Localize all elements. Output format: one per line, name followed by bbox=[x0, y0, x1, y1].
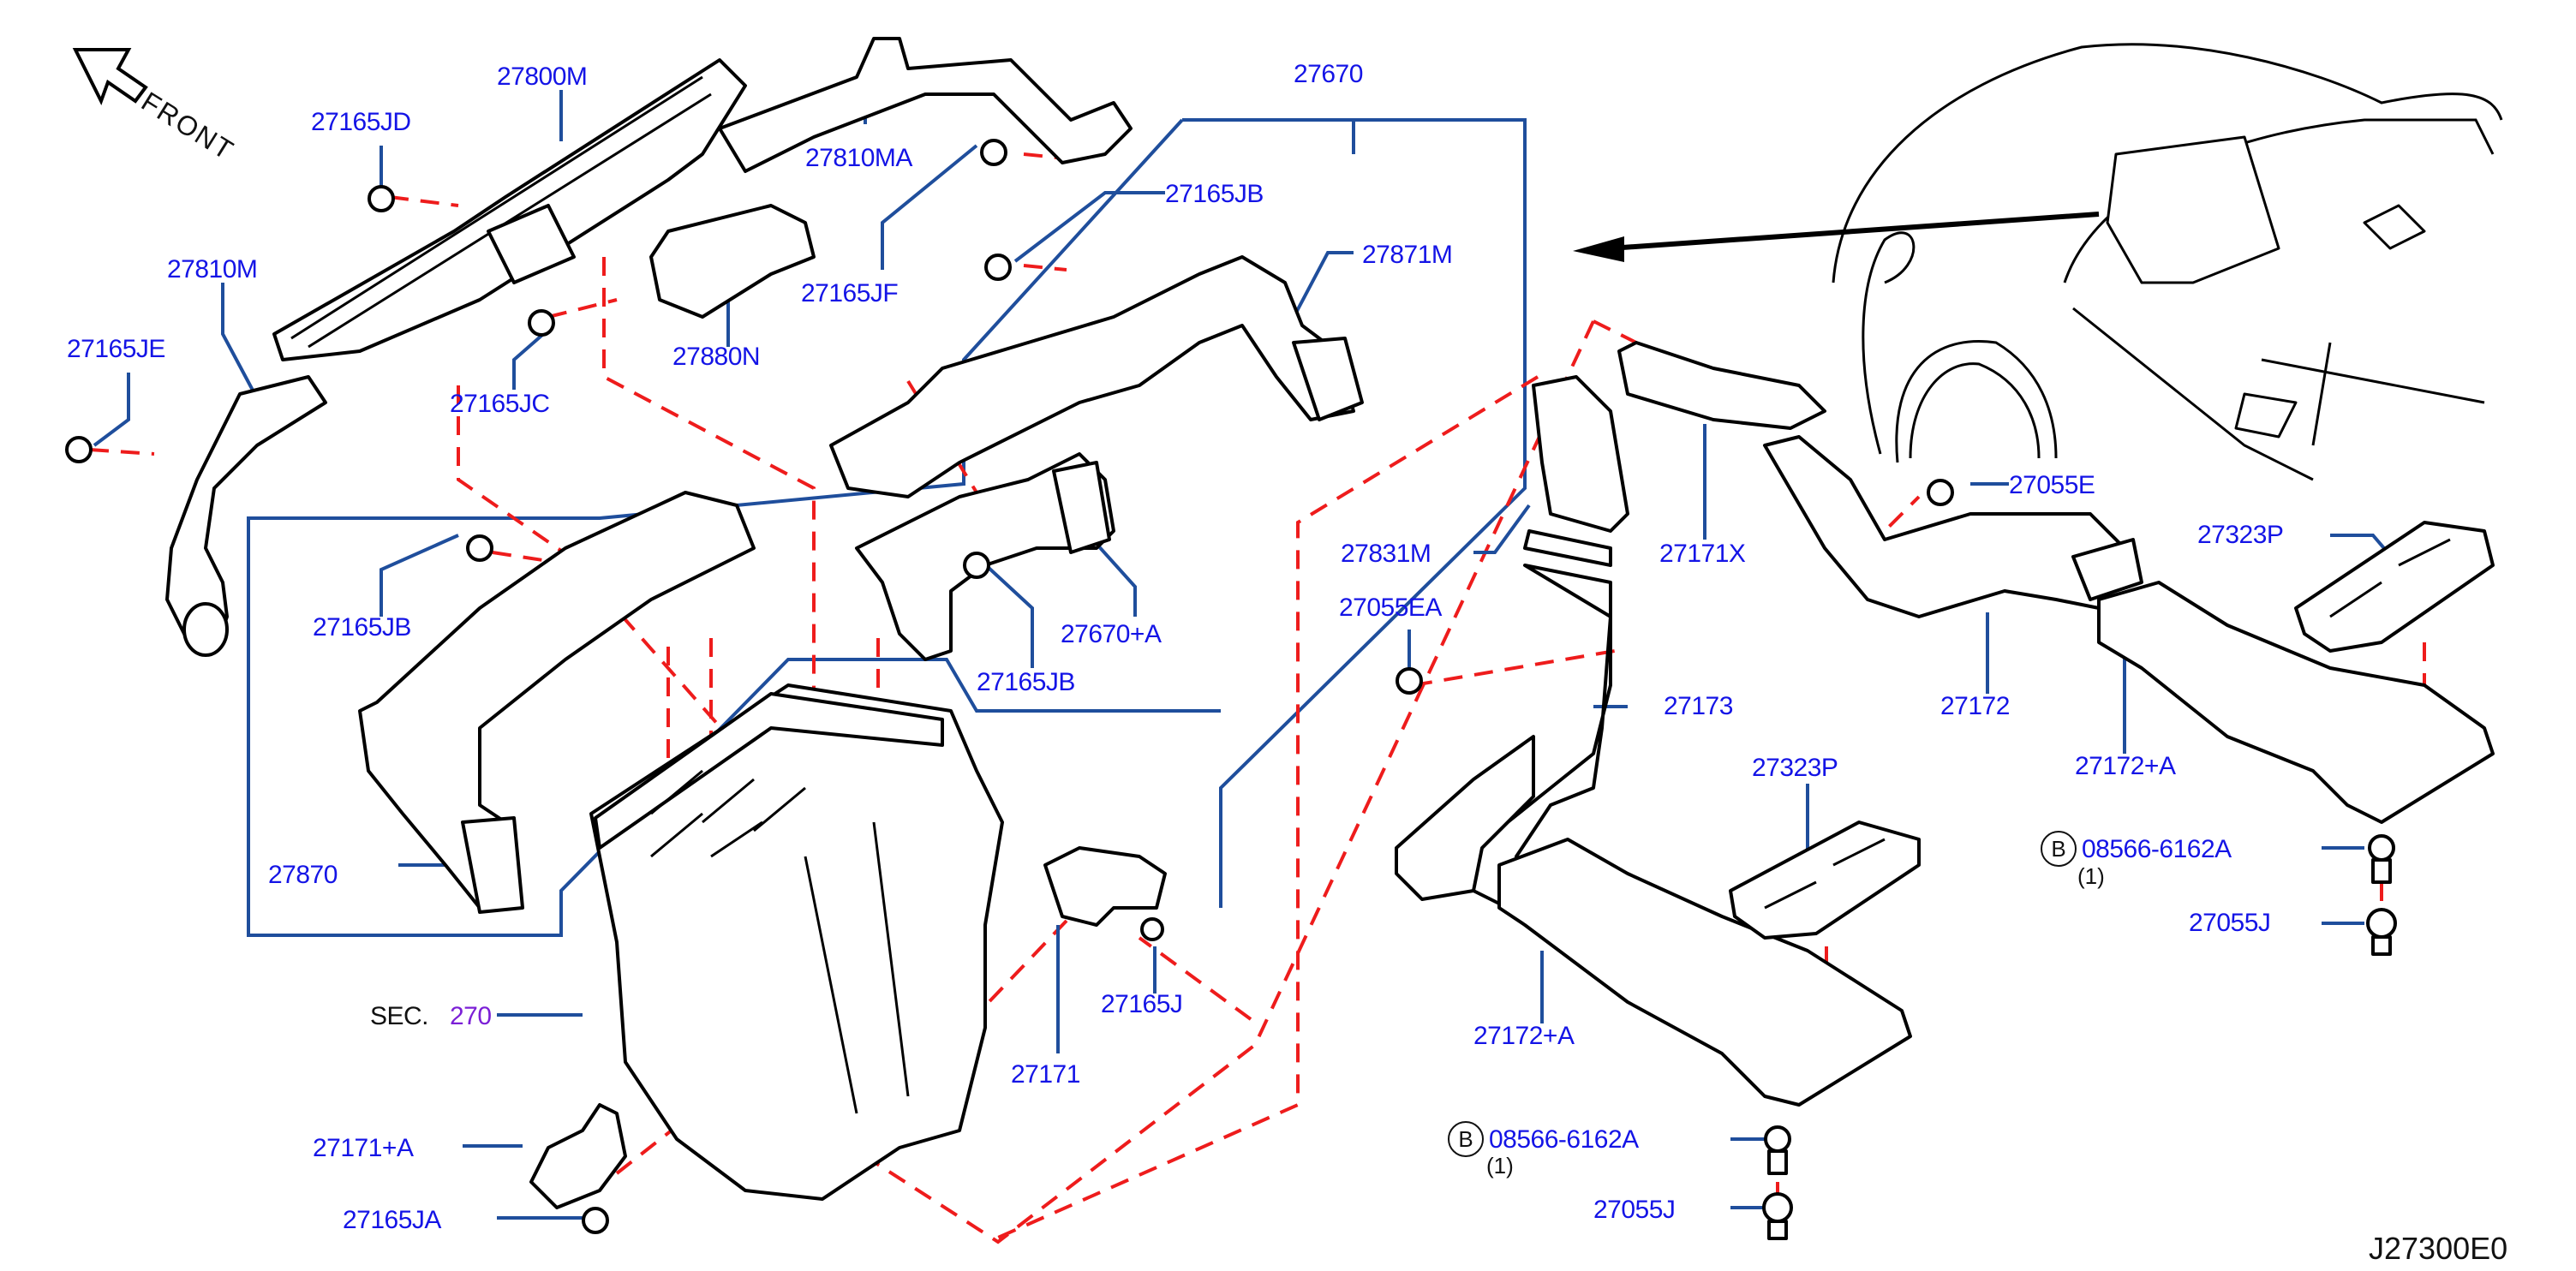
part-label-27173[interactable]: 27173 bbox=[1664, 692, 1733, 720]
part-27880N bbox=[649, 204, 816, 319]
part-label-27831M[interactable]: 27831M bbox=[1341, 540, 1431, 568]
fasteners bbox=[65, 139, 2397, 1240]
section-ref-prefix: SEC. bbox=[370, 1002, 429, 1030]
part-label-27165JD[interactable]: 27165JD bbox=[311, 108, 411, 136]
part-27810M bbox=[165, 375, 327, 657]
clip-27165JE-icon bbox=[65, 436, 93, 463]
part-27172-A-right bbox=[2097, 581, 2495, 824]
part-label-27055EA[interactable]: 27055EA bbox=[1339, 594, 1442, 622]
part-27171-A bbox=[529, 1103, 627, 1209]
part-label-27670[interactable]: 27670 bbox=[1294, 60, 1363, 88]
part-label-27165JE[interactable]: 27165JE bbox=[67, 335, 165, 363]
vehicle-reference-icon bbox=[1573, 43, 2503, 481]
leader-lines bbox=[93, 90, 2400, 1220]
part-label-27171X[interactable]: 27171X bbox=[1659, 540, 1746, 568]
part-label-27800M[interactable]: 27800M bbox=[497, 63, 588, 91]
clip-27055E-icon bbox=[1927, 479, 1954, 506]
clip-27055J-right-icon bbox=[2366, 908, 2397, 939]
part-label-27810MA[interactable]: 27810MA bbox=[805, 144, 912, 172]
bolt-ref-badge-right: B bbox=[2041, 831, 2077, 867]
part-label-27172-A-right[interactable]: 27172+A bbox=[2075, 752, 2176, 780]
part-label-27870[interactable]: 27870 bbox=[268, 861, 338, 889]
part-label-27055E[interactable]: 27055E bbox=[2009, 471, 2095, 499]
part-label-27165JB-left[interactable]: 27165JB bbox=[313, 613, 411, 641]
part-label-27810M[interactable]: 27810M bbox=[167, 255, 258, 283]
part-27800M bbox=[272, 58, 747, 361]
front-arrow-icon bbox=[72, 48, 148, 106]
clip-27165JC-icon bbox=[528, 309, 555, 337]
part-27171 bbox=[1043, 846, 1167, 927]
part-label-27323P-mid[interactable]: 27323P bbox=[1752, 754, 1838, 782]
bolt-08566-6162A-mid-icon bbox=[1764, 1125, 1791, 1153]
part-label-27165J[interactable]: 27165J bbox=[1101, 990, 1183, 1018]
clip-27165JD-icon bbox=[368, 185, 395, 212]
part-label-27165JB-mid[interactable]: 27165JB bbox=[977, 668, 1075, 696]
part-label-27055J-right[interactable]: 27055J bbox=[2189, 909, 2271, 937]
part-label-27670-A[interactable]: 27670+A bbox=[1061, 620, 1162, 648]
part-label-27323P-right[interactable]: 27323P bbox=[2197, 521, 2284, 549]
section-ref-number[interactable]: 270 bbox=[450, 1002, 492, 1030]
part-heater-unit-sec-270 bbox=[589, 683, 1004, 1201]
part-label-27165JC[interactable]: 27165JC bbox=[450, 390, 550, 418]
part-label-27055J-mid[interactable]: 27055J bbox=[1593, 1196, 1676, 1224]
bolt-ref-qty-mid: (1) bbox=[1486, 1153, 1514, 1179]
part-27172-A-mid bbox=[1497, 838, 1912, 1107]
screw-27165JA-icon bbox=[582, 1207, 609, 1234]
bolt-08566-6162A-right-icon bbox=[2368, 834, 2395, 862]
bolt-ref-qty-right: (1) bbox=[2077, 863, 2105, 889]
diagram-reference-code: J27300E0 bbox=[2369, 1231, 2508, 1266]
bolt-ref-part-mid[interactable]: 08566-6162A bbox=[1489, 1125, 1639, 1154]
part-27323P-mid bbox=[1729, 820, 1921, 940]
part-27831M bbox=[1523, 375, 1629, 567]
part-27171X bbox=[1617, 341, 1826, 430]
screw-27165J-icon bbox=[1140, 917, 1164, 941]
clip-27165JB-mid-icon bbox=[963, 552, 990, 579]
part-label-27871M[interactable]: 27871M bbox=[1362, 241, 1453, 269]
part-label-27172-A-mid[interactable]: 27172+A bbox=[1473, 1022, 1575, 1050]
part-label-27171[interactable]: 27171 bbox=[1011, 1060, 1080, 1089]
bolt-ref-badge-mid: B bbox=[1448, 1121, 1484, 1157]
part-label-27165JB-top[interactable]: 27165JB bbox=[1165, 180, 1264, 208]
part-label-27165JA[interactable]: 27165JA bbox=[343, 1206, 441, 1234]
clip-27165JB-left-icon bbox=[466, 534, 493, 562]
part-27323P-right bbox=[2294, 521, 2495, 653]
part-label-27172[interactable]: 27172 bbox=[1940, 692, 2010, 720]
bolt-ref-part-right[interactable]: 08566-6162A bbox=[2082, 835, 2232, 863]
clip-27165JF-icon bbox=[980, 139, 1007, 166]
part-label-27880N[interactable]: 27880N bbox=[672, 343, 761, 371]
part-27871M bbox=[829, 255, 1364, 498]
clip-27055J-mid-icon bbox=[1762, 1192, 1793, 1223]
part-label-27171-A[interactable]: 27171+A bbox=[313, 1134, 414, 1162]
assembly-bracket-27670 bbox=[247, 118, 1527, 937]
clip-27055EA-icon bbox=[1396, 667, 1423, 695]
part-27870 bbox=[358, 491, 756, 914]
part-27173 bbox=[1395, 564, 1612, 910]
part-27810MA bbox=[718, 37, 1133, 173]
part-27172 bbox=[1763, 435, 2143, 618]
clip-27165JB-top-icon bbox=[984, 254, 1012, 281]
part-label-27165JF[interactable]: 27165JF bbox=[801, 279, 899, 307]
